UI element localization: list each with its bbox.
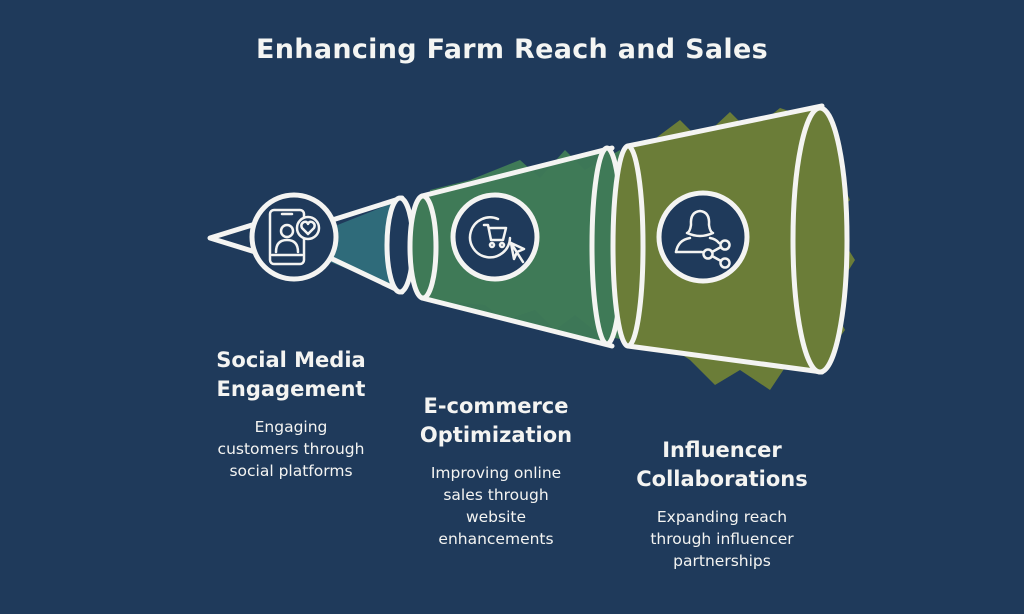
stage-1-icon-circle [249,192,339,282]
stage-1-cone [207,195,416,295]
stage-2-start-ellipse [407,193,439,301]
stage-3-description: Expanding reach through influencer partn… [650,508,794,570]
stage-2-cone-edges [419,145,615,349]
stage-2-description: Improving online sales through website e… [430,464,562,548]
stage-1-cone-edges [323,195,405,295]
stage-3-title: Influencer Collaborations [636,438,808,491]
stage-1-cone-tip [207,219,265,257]
stage-2-title: E-commerce Optimization [419,394,573,447]
stage-3-label: Influencer Collaborations Expanding reac… [612,436,832,572]
stage-1-title: Social Media Engagement [216,348,366,401]
smartphone-user-heart-icon [268,208,321,266]
stage-3-cone [610,103,855,390]
stage-1-description: Engaging customers through social platfo… [217,418,365,480]
stage-3-start-ellipse [610,143,646,349]
stage-2-icon-circle [450,192,540,282]
stage-3-icon-circle [656,190,750,284]
stage-3-cone-edges [625,103,825,375]
stage-1-label: Social Media Engagement Engaging custome… [186,346,396,482]
shopping-cart-cursor-icon [468,216,526,264]
diagram-title: Enhancing Farm Reach and Sales [256,34,768,65]
person-share-icon [674,209,731,269]
stage-2-label: E-commerce Optimization Improving online… [396,392,596,550]
stage-3-end-ellipse [790,105,850,375]
